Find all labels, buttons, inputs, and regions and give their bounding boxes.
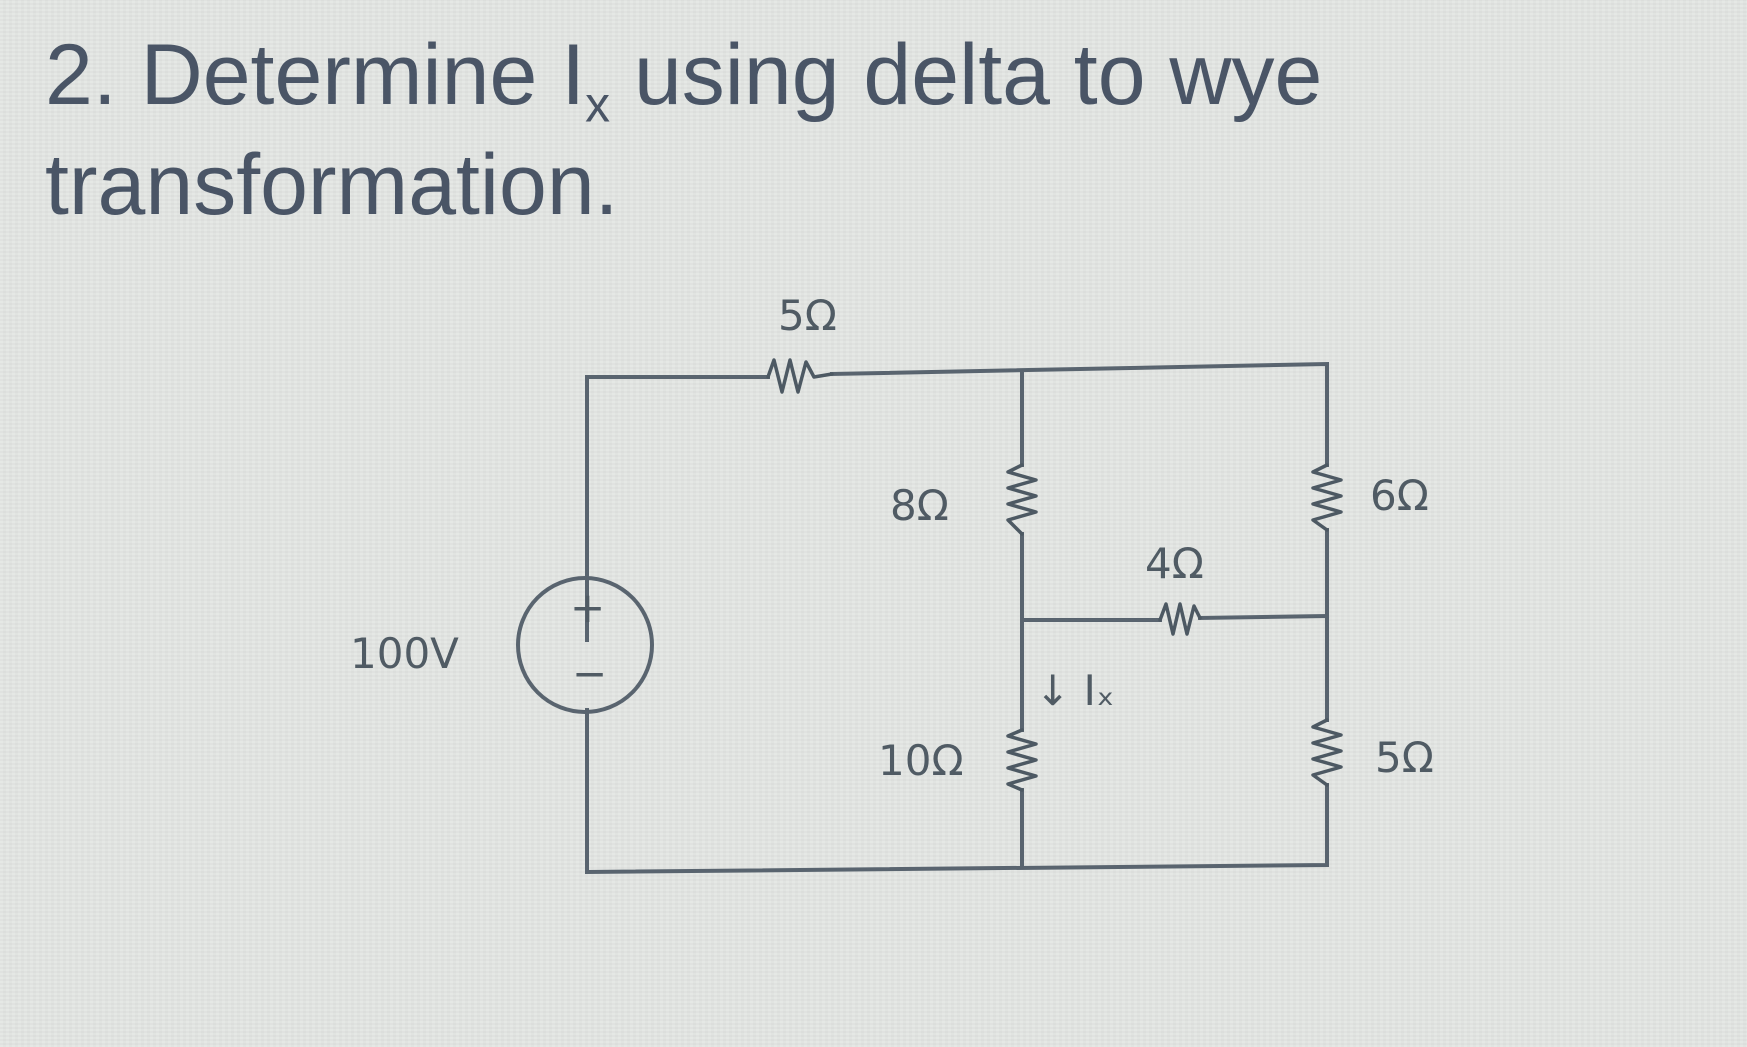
label-source-voltage: 100V <box>350 629 459 678</box>
title-part-1: 2. Determine I <box>45 27 586 123</box>
resistor-top-5-ohm <box>766 358 834 394</box>
label-6-ohm: 6Ω <box>1370 471 1429 520</box>
label-10-ohm: 10Ω <box>878 736 964 785</box>
resistor-6-ohm <box>1311 463 1343 532</box>
source-plus-sign: + <box>570 583 605 632</box>
title-part-2: using delta to wye transformation. <box>45 27 1323 234</box>
label-current-ix: ↓ Iₓ <box>1035 666 1115 715</box>
label-right-5-ohm: 5Ω <box>1375 733 1434 782</box>
wire-left-top <box>585 375 770 642</box>
resistor-10-ohm <box>1006 728 1038 792</box>
resistor-right-5-ohm <box>1311 718 1343 787</box>
problem-title: 2. Determine Ix using delta to wye trans… <box>45 20 1645 240</box>
label-top-5-ohm: 5Ω <box>778 291 837 340</box>
voltage-source <box>516 576 654 714</box>
wire-right-bottom <box>585 708 1329 875</box>
label-8-ohm: 8Ω <box>890 481 949 530</box>
title-subscript: x <box>585 76 611 133</box>
wire-bridge-right <box>1197 613 1330 621</box>
label-4-ohm: 4Ω <box>1145 539 1204 588</box>
resistor-8-ohm <box>1006 463 1038 536</box>
wire-top-right <box>829 361 1329 467</box>
source-minus-sign: − <box>572 649 607 698</box>
resistor-4-ohm <box>1158 602 1202 636</box>
